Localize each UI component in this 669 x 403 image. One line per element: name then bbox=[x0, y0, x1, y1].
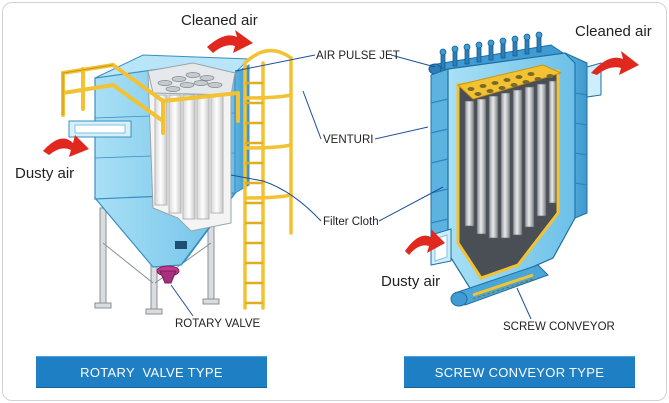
screw-conveyor-trough bbox=[450, 264, 549, 307]
screw-conveyor-unit bbox=[428, 31, 602, 307]
cleaned-air-label-right: Cleaned air bbox=[575, 23, 652, 40]
rotary-valve-type-label: ROTARY VALVE TYPE bbox=[80, 364, 223, 380]
callout-lines bbox=[170, 54, 532, 320]
venturi-label: VENTURI bbox=[323, 134, 373, 146]
dusty-air-arrow-left bbox=[43, 135, 89, 157]
filter-cloth-label: Filter Cloth bbox=[323, 216, 379, 228]
cleaned-air-label-left: Cleaned air bbox=[181, 12, 258, 29]
cleaned-air-arrow-right bbox=[591, 51, 639, 75]
air-pulse-jet-label: AIR PULSE JET bbox=[316, 50, 400, 62]
rotary-valve-type-button[interactable]: ROTARY VALVE TYPE bbox=[36, 356, 267, 388]
dusty-air-arrow-right bbox=[405, 229, 445, 255]
filter-tubes bbox=[464, 80, 557, 239]
rotary-valve-unit bbox=[61, 48, 293, 315]
filter-cloth-bags bbox=[154, 94, 224, 220]
venturi-tubes-left bbox=[157, 72, 223, 92]
cleaned-air-arrow-left bbox=[207, 30, 253, 53]
ladder-rungs bbox=[245, 81, 263, 305]
rotary-valve bbox=[156, 265, 180, 284]
rotary-valve-label: ROTARY VALVE bbox=[175, 318, 261, 330]
screw-conveyor-type-label: SCREW CONVEYOR TYPE bbox=[434, 364, 605, 380]
inlet-duct bbox=[68, 120, 132, 138]
dusty-air-label-right: Dusty air bbox=[381, 273, 440, 290]
screw-conveyor-label: SCREW CONVEYOR bbox=[503, 321, 615, 333]
dust-collector-diagram: Cleaned air Cleaned air Dusty air Dusty … bbox=[15, 12, 652, 333]
tube-sheet bbox=[456, 64, 563, 100]
venturi-openings bbox=[467, 72, 554, 96]
dusty-air-label-left: Dusty air bbox=[15, 165, 74, 182]
screw-conveyor-type-button[interactable]: SCREW CONVEYOR TYPE bbox=[404, 356, 635, 388]
